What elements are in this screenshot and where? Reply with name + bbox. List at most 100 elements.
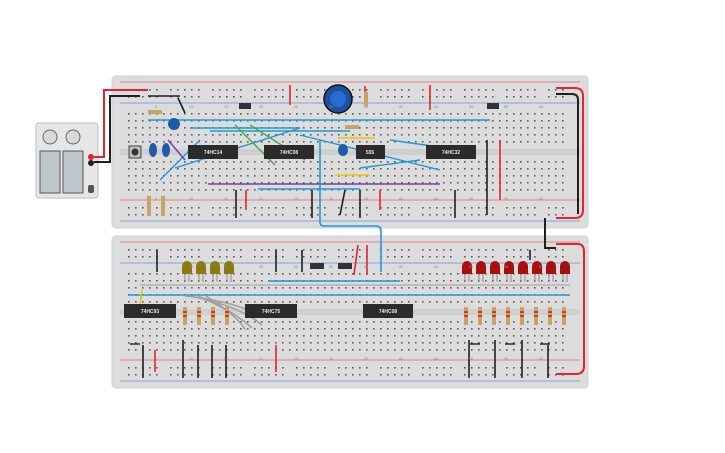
hole[interactable] <box>366 189 368 191</box>
hole[interactable] <box>401 367 403 369</box>
hole[interactable] <box>331 328 333 330</box>
hole[interactable] <box>219 367 221 369</box>
hole[interactable] <box>415 127 417 129</box>
hole[interactable] <box>443 321 445 323</box>
hole[interactable] <box>408 287 410 289</box>
hole[interactable] <box>177 321 179 323</box>
hole[interactable] <box>548 342 550 344</box>
hole[interactable] <box>359 161 361 163</box>
hole[interactable] <box>555 182 557 184</box>
hole[interactable] <box>324 249 326 251</box>
hole[interactable] <box>408 134 410 136</box>
hole[interactable] <box>527 141 529 143</box>
hole[interactable] <box>261 342 263 344</box>
hole[interactable] <box>128 127 130 129</box>
hole[interactable] <box>373 301 375 303</box>
hole[interactable] <box>142 301 144 303</box>
hole[interactable] <box>492 367 494 369</box>
hole[interactable] <box>506 374 508 376</box>
hole[interactable] <box>163 321 165 323</box>
hole[interactable] <box>520 189 522 191</box>
hole[interactable] <box>450 321 452 323</box>
hole[interactable] <box>142 189 144 191</box>
hole[interactable] <box>394 189 396 191</box>
hole[interactable] <box>289 134 291 136</box>
hole[interactable] <box>471 96 473 98</box>
hole[interactable] <box>268 141 270 143</box>
battery-switch[interactable] <box>88 185 94 193</box>
hole[interactable] <box>149 189 151 191</box>
hole[interactable] <box>254 120 256 122</box>
hole[interactable] <box>422 134 424 136</box>
hole[interactable] <box>478 342 480 344</box>
hole[interactable] <box>338 168 340 170</box>
hole[interactable] <box>184 189 186 191</box>
hole[interactable] <box>331 349 333 351</box>
hole[interactable] <box>233 113 235 115</box>
hole[interactable] <box>541 280 543 282</box>
hole[interactable] <box>485 374 487 376</box>
hole[interactable] <box>450 113 452 115</box>
hole[interactable] <box>198 168 200 170</box>
hole[interactable] <box>429 273 431 275</box>
hole[interactable] <box>240 273 242 275</box>
hole[interactable] <box>527 207 529 209</box>
hole[interactable] <box>548 141 550 143</box>
hole[interactable] <box>394 89 396 91</box>
hole[interactable] <box>457 127 459 129</box>
hole[interactable] <box>492 168 494 170</box>
hole[interactable] <box>443 335 445 337</box>
hole[interactable] <box>436 182 438 184</box>
hole[interactable] <box>163 182 165 184</box>
hole[interactable] <box>163 189 165 191</box>
hole[interactable] <box>191 301 193 303</box>
hole[interactable] <box>520 141 522 143</box>
hole[interactable] <box>443 214 445 216</box>
hole[interactable] <box>296 161 298 163</box>
hole[interactable] <box>562 301 564 303</box>
hole[interactable] <box>401 249 403 251</box>
hole[interactable] <box>345 321 347 323</box>
hole[interactable] <box>135 287 137 289</box>
hole[interactable] <box>163 287 165 289</box>
hole[interactable] <box>506 96 508 98</box>
hole[interactable] <box>310 321 312 323</box>
hole[interactable] <box>506 256 508 258</box>
hole[interactable] <box>464 335 466 337</box>
hole[interactable] <box>163 127 165 129</box>
hole[interactable] <box>478 168 480 170</box>
hole[interactable] <box>527 96 529 98</box>
hole[interactable] <box>338 141 340 143</box>
hole[interactable] <box>408 168 410 170</box>
hole[interactable] <box>205 161 207 163</box>
hole[interactable] <box>457 175 459 177</box>
hole[interactable] <box>296 207 298 209</box>
hole[interactable] <box>422 342 424 344</box>
hole[interactable] <box>408 141 410 143</box>
hole[interactable] <box>415 328 417 330</box>
hole[interactable] <box>205 328 207 330</box>
hole[interactable] <box>471 168 473 170</box>
hole[interactable] <box>520 175 522 177</box>
hole[interactable] <box>170 301 172 303</box>
hole[interactable] <box>429 141 431 143</box>
hole[interactable] <box>380 127 382 129</box>
hole[interactable] <box>443 256 445 258</box>
hole[interactable] <box>541 120 543 122</box>
hole[interactable] <box>527 168 529 170</box>
hole[interactable] <box>303 127 305 129</box>
hole[interactable] <box>149 280 151 282</box>
hole[interactable] <box>471 207 473 209</box>
hole[interactable] <box>387 335 389 337</box>
hole[interactable] <box>198 175 200 177</box>
hole[interactable] <box>352 287 354 289</box>
hole[interactable] <box>170 321 172 323</box>
hole[interactable] <box>380 321 382 323</box>
hole[interactable] <box>443 175 445 177</box>
hole[interactable] <box>156 161 158 163</box>
hole[interactable] <box>478 367 480 369</box>
hole[interactable] <box>240 96 242 98</box>
hole[interactable] <box>303 335 305 337</box>
hole[interactable] <box>184 349 186 351</box>
hole[interactable] <box>478 207 480 209</box>
